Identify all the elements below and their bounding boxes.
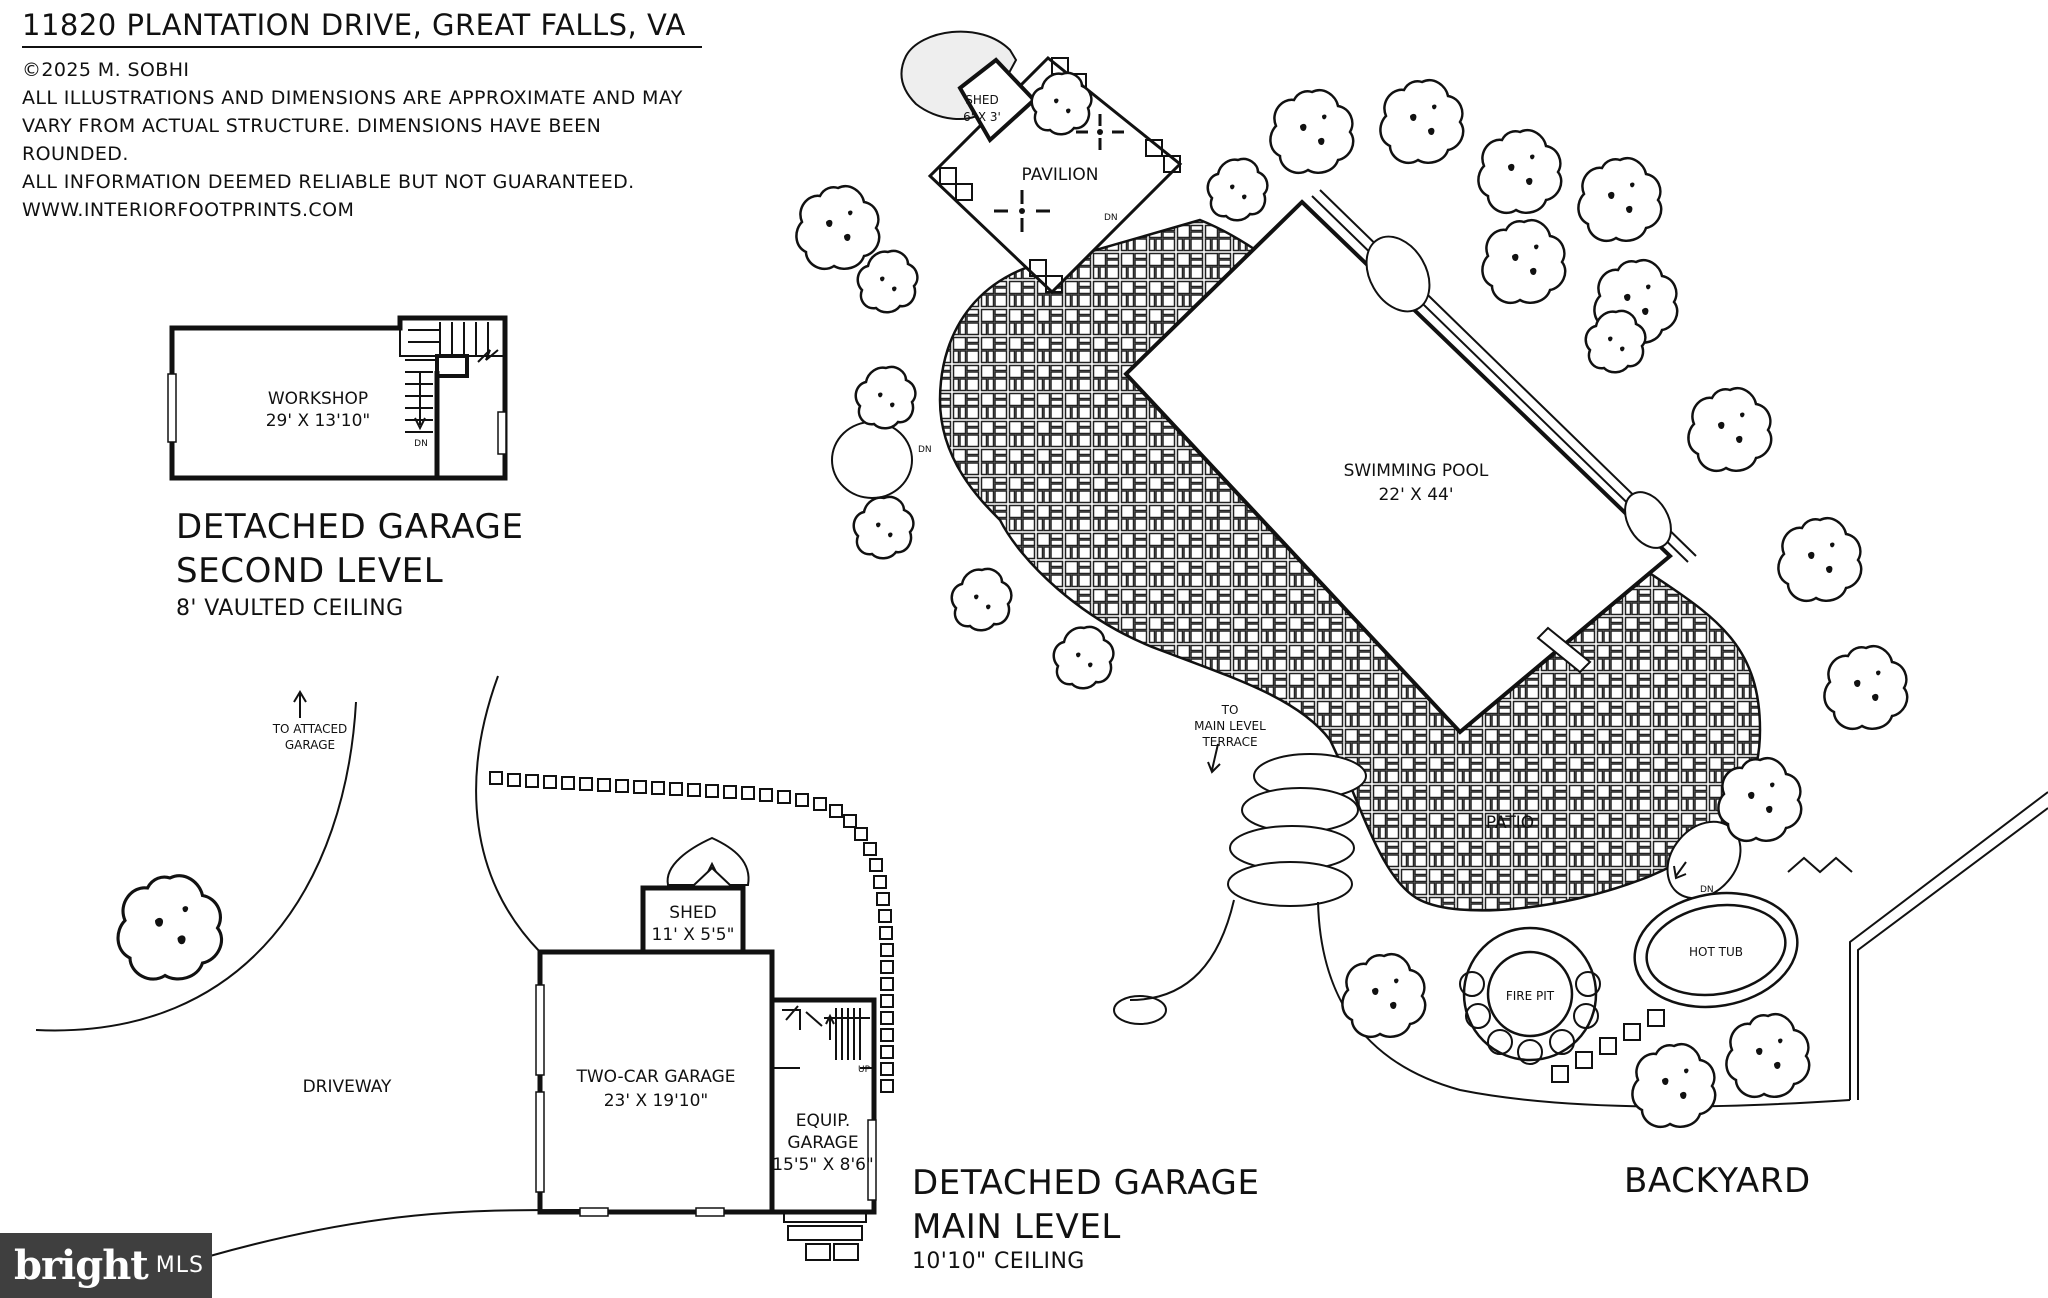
patio-label: PATIO [1486, 813, 1534, 833]
second-level-heading-1: DETACHED GARAGE [176, 507, 524, 547]
shed-name: SHED [669, 903, 716, 923]
hot-tub-label: HOT TUB [1689, 945, 1743, 959]
pavilion-dn-label: DN [1104, 213, 1118, 223]
main-level-ceiling: 10'10" CEILING [912, 1249, 1085, 1274]
watermark-mls: MLS [155, 1253, 204, 1278]
header-block: 11820 PLANTATION DRIVE, GREAT FALLS, VA … [22, 8, 702, 224]
equip-garage-walls [769, 997, 877, 1215]
workshop-name: WORKSHOP [268, 389, 368, 409]
watermark-brand: bright [14, 1242, 149, 1289]
disclaimer-line-1: ALL ILLUSTRATIONS AND DIMENSIONS ARE APP… [22, 87, 683, 109]
garage-window-upper [535, 984, 545, 1076]
hot-tub [1551, 861, 1799, 1083]
driveway-area: TO ATTACED GARAGE DRIVEWAY [35, 675, 581, 1257]
stair-second-level [399, 317, 506, 440]
website-link[interactable]: WWW.INTERIORFOOTPRINTS.COM [22, 199, 355, 221]
equip-name-2: GARAGE [787, 1133, 858, 1153]
to-attached-garage-2: GARAGE [285, 738, 335, 752]
stepping-stone-path [489, 771, 894, 1093]
property-line-2 [1857, 807, 2048, 1100]
main-level-heading-1: DETACHED GARAGE [912, 1163, 1260, 1203]
main-level-heading-2: MAIN LEVEL [912, 1207, 1121, 1247]
shed-walls [640, 885, 746, 955]
pool-name: SWIMMING POOL [1344, 461, 1489, 481]
two-car-garage-dims: 23' X 19'10" [604, 1091, 709, 1111]
driveway-edge-center [475, 675, 541, 953]
two-car-garage-name: TWO-CAR GARAGE [575, 1067, 735, 1087]
workshop-window-left [167, 373, 177, 443]
copyright-line: ©2025 M. SOBHI [22, 59, 190, 81]
pool-dims: 22' X 44' [1378, 485, 1453, 505]
shed-bump [666, 836, 750, 886]
main-level-plan: SHED 11' X 5'5" TWO-CAR GARAGE 23' X 19'… [535, 836, 877, 1261]
driveway-edge-left [35, 701, 357, 1032]
stair-dn-label: DN [414, 439, 428, 449]
stair-up-label: UP [858, 1065, 871, 1075]
second-level-heading-2: SECOND LEVEL [176, 551, 443, 591]
workshop-window-right [497, 411, 507, 455]
pavilion-shed-dims: 6' X 3' [963, 110, 1001, 124]
second-level-ceiling: 8' VAULTED CEILING [176, 596, 404, 621]
driveway-edge-bottom [209, 1208, 581, 1257]
disclaimer-line-3: ALL INFORMATION DEEMED RELIABLE BUT NOT … [22, 171, 635, 193]
pavilion-shed-name: SHED [965, 93, 998, 107]
driveway-label: DRIVEWAY [303, 1077, 392, 1097]
disclaimer-line-2: VARY FROM ACTUAL STRUCTURE. DIMENSIONS H… [22, 115, 602, 165]
equip-dims: 15'5" X 8'6" [772, 1155, 874, 1175]
backyard-heading: BACKYARD [1624, 1161, 1811, 1201]
pavilion: PAVILION SHED 6' X 3' DN [900, 30, 1183, 295]
property-line-1 [1849, 791, 2048, 1100]
terrace-label-3: TERRACE [1201, 735, 1257, 749]
side-dn-label: DN [918, 445, 932, 455]
shed-dims: 11' X 5'5" [652, 925, 735, 945]
equip-name-1: EQUIP. [796, 1111, 851, 1131]
terrace-label-2: MAIN LEVEL [1194, 719, 1266, 733]
watermark-badge: bright MLS [0, 1233, 212, 1298]
to-attached-garage-1: TO ATTACED [272, 722, 348, 736]
garage-window-lower [535, 1091, 545, 1193]
fire-pit-label: FIRE PIT [1506, 989, 1555, 1003]
workshop-dims: 29' X 13'10" [266, 411, 371, 431]
terrace-label-1: TO [1221, 703, 1239, 717]
driveway-tree-icon [116, 874, 224, 981]
second-level-plan: WORKSHOP 29' X 13'10" DN [167, 315, 508, 481]
swimming-pool [1123, 199, 1673, 735]
property-address: 11820 PLANTATION DRIVE, GREAT FALLS, VA [22, 8, 702, 48]
boulders [831, 235, 1851, 1108]
pavilion-label: PAVILION [1022, 165, 1099, 185]
hot-tub-dn-label: DN [1700, 885, 1714, 895]
fire-pit [1459, 926, 1601, 1065]
